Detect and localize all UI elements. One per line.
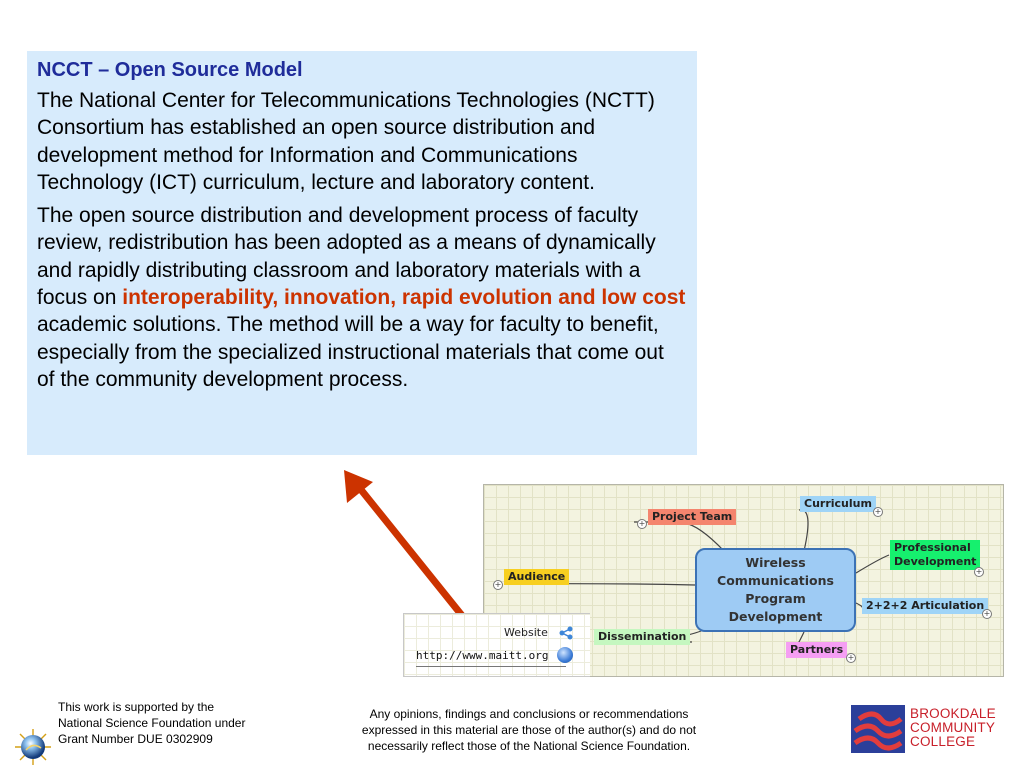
expand-plus-icon: + — [637, 519, 647, 529]
mindmap-node-professional-development: Professional Development — [890, 540, 981, 570]
content-textbox: NCCT – Open Source Model The National Ce… — [27, 51, 697, 455]
slide-heading: NCCT – Open Source Model — [37, 59, 303, 81]
expand-plus-icon: + — [974, 567, 984, 577]
disclaimer: Any opinions, findings and conclusions o… — [361, 707, 697, 753]
college-name: BROOKDALE COMMUNITY COLLEGE — [910, 706, 996, 749]
mindmap-node-articulation: 2+2+2 Articulation — [862, 598, 989, 614]
expand-plus-icon: + — [873, 507, 883, 517]
nsf-logo-icon — [15, 729, 51, 765]
brookdale-logo-icon — [851, 705, 905, 753]
website-url-link[interactable]: http://www.maitt.org — [416, 649, 549, 662]
paragraph-2-start: The open source distribution and develop… — [37, 204, 656, 310]
highlighted-phrase: interoperability, innovation, rapid evol… — [122, 286, 686, 310]
share-icon — [559, 626, 573, 640]
nsf-support-statement: This work is supported by the National S… — [58, 700, 246, 746]
expand-plus-icon: + — [846, 653, 856, 663]
mindmap-node-dissemination: Dissemination — [594, 629, 691, 645]
url-underline — [416, 666, 566, 667]
mindmap-central-node: Wireless Communications Program Developm… — [695, 548, 856, 632]
mindmap-node-project-team: Project Team — [648, 509, 737, 525]
mindmap-node-partners: Partners — [786, 642, 848, 658]
website-callout: Website http://www.maitt.org — [403, 613, 590, 677]
globe-link-icon[interactable] — [557, 647, 573, 663]
expand-plus-icon: + — [982, 609, 992, 619]
mindmap-node-curriculum: Curriculum — [800, 496, 876, 512]
mindmap-node-audience: Audience — [504, 569, 570, 585]
paragraph-1: The National Center for Telecommunicatio… — [37, 89, 655, 194]
expand-plus-icon: + — [493, 580, 503, 590]
paragraph-2: The open source distribution and develop… — [37, 202, 687, 393]
website-label: Website — [504, 626, 548, 639]
paragraph-2-end: academic solutions. The method will be a… — [37, 313, 664, 391]
